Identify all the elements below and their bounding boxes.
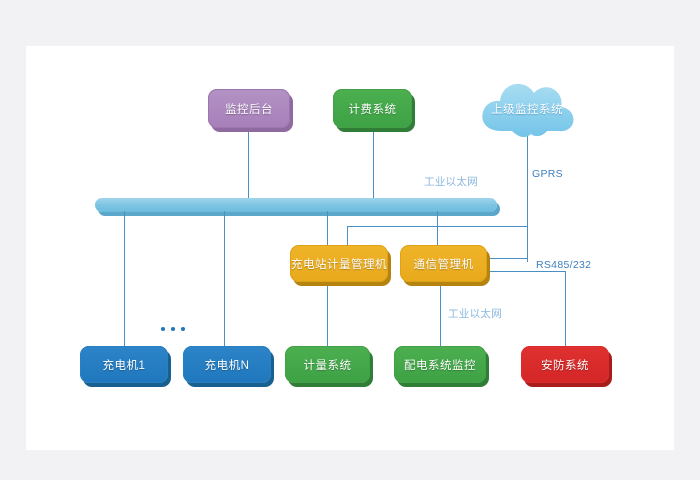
wire-monitoring-backend-to-bus <box>248 131 249 200</box>
wire-rs485-to-security-system <box>565 271 566 346</box>
node-metering-system[interactable]: 计量系统 <box>285 346 370 383</box>
node-billing-system[interactable]: 计费系统 <box>333 89 412 128</box>
wire-branch-horizontal-upper <box>347 226 528 227</box>
wire-rs485-lower-segment <box>487 271 566 272</box>
node-station-metering-manager[interactable]: 充电站计量管理机 <box>290 245 388 282</box>
node-security-system-label: 安防系统 <box>541 359 589 372</box>
wire-bus-to-communication-manager <box>437 211 438 245</box>
wire-bus-to-charger-1 <box>124 211 125 346</box>
wire-communication-manager-to-distribution-monitoring <box>440 284 441 346</box>
label-industrial-ethernet-bottom: 工业以太网 <box>448 308 502 320</box>
node-monitoring-backend-label: 监控后台 <box>225 103 273 116</box>
label-gprs: GPRS <box>532 168 563 180</box>
label-industrial-ethernet-top: 工业以太网 <box>424 176 478 188</box>
node-communication-manager-label: 通信管理机 <box>413 258 474 271</box>
wire-station-metering-manager-to-metering-system <box>327 284 328 346</box>
node-metering-system-label: 计量系统 <box>303 359 352 372</box>
node-billing-system-label: 计费系统 <box>348 103 397 116</box>
node-station-metering-manager-label: 充电站计量管理机 <box>291 258 387 271</box>
node-communication-manager[interactable]: 通信管理机 <box>400 245 487 282</box>
wire-billing-system-to-bus <box>373 131 374 200</box>
node-superior-monitoring-system[interactable]: 上级监控系统 <box>477 79 577 139</box>
node-charger-1-label: 充电机1 <box>102 359 146 372</box>
wire-branch-drop-to-station-metering-manager <box>347 226 348 245</box>
node-charger-1[interactable]: 充电机1 <box>80 346 168 383</box>
label-rs485-232: RS485/232 <box>536 259 592 271</box>
node-charger-n[interactable]: 充电机N <box>183 346 271 383</box>
node-security-system[interactable]: 安防系统 <box>521 346 609 383</box>
industrial-ethernet-bus <box>95 198 497 212</box>
wire-rs485-upper-segment <box>487 258 528 259</box>
node-charger-n-label: 充电机N <box>204 359 250 372</box>
node-monitoring-backend[interactable]: 监控后台 <box>208 89 290 128</box>
node-superior-monitoring-system-label: 上级监控系统 <box>491 104 563 116</box>
node-distribution-monitoring-label: 配电系统监控 <box>404 359 476 372</box>
wire-bus-to-station-metering-manager <box>327 211 328 245</box>
cloud-shape-icon <box>482 83 574 138</box>
wire-bus-to-charger-n <box>224 211 225 346</box>
chargers-ellipsis-icon <box>161 327 185 331</box>
node-distribution-monitoring[interactable]: 配电系统监控 <box>394 346 486 383</box>
wire-cloud-to-rs485 <box>527 131 528 262</box>
